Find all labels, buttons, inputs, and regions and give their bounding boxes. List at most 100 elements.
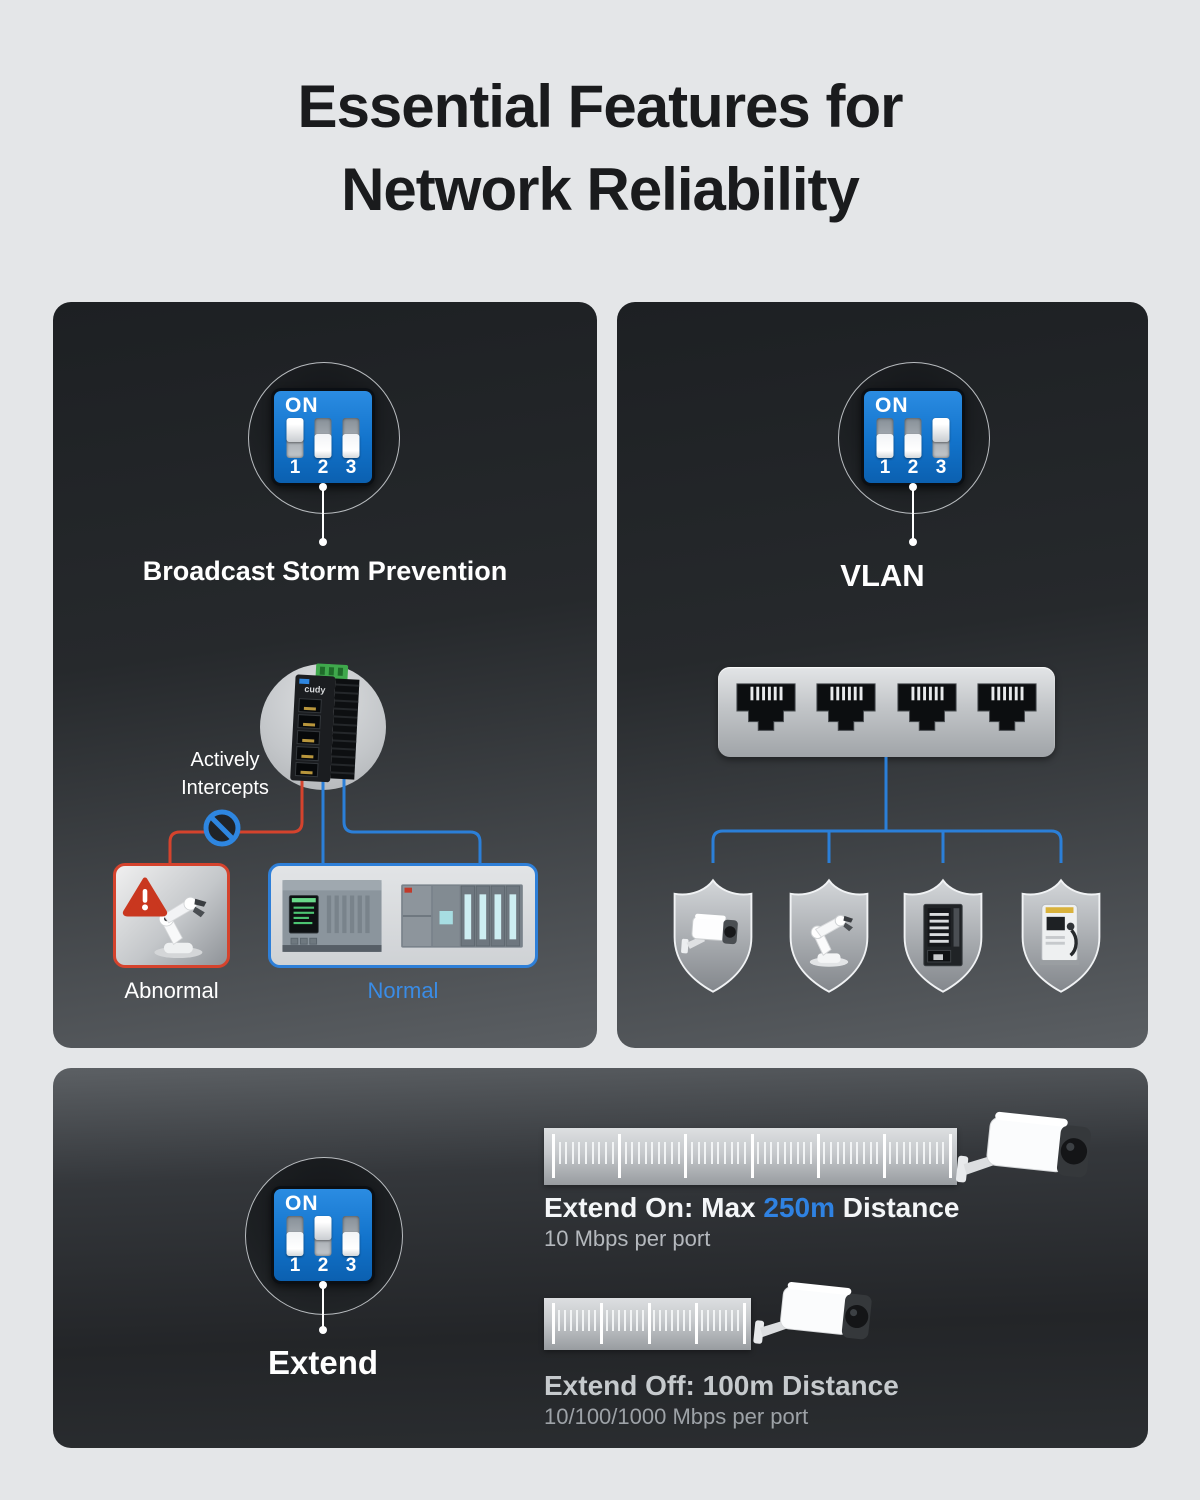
ruler-tick-minor [631,1141,634,1165]
ruler-tick-minor [717,1141,720,1165]
ruler-tick-minor [565,1141,568,1165]
ruler-tick-minor [922,1141,925,1165]
ruler-tick-minor [641,1310,644,1332]
ruler-tick-minor [770,1141,773,1165]
extend-on-subtext: 10 Mbps per port [544,1226,711,1251]
ruler-tick-minor [604,1141,607,1165]
ruler-tick-minor [591,1141,594,1165]
ruler-tick-minor [578,1141,581,1165]
ruler-tick-minor [683,1310,686,1332]
shield-vending-machine [895,876,991,998]
dip-on-label: ON [285,1192,319,1215]
ruler-tick-minor [665,1310,668,1332]
ruler-tick-minor [593,1310,596,1332]
ruler-tick-minor [876,1141,879,1165]
shield-camera [665,876,761,998]
ruler-tick-minor [743,1141,746,1165]
dip-slider-3 [342,1216,360,1256]
ruler-tick-minor [757,1141,760,1165]
ruler-tick-minor [730,1141,733,1165]
ruler-tick-minor [935,1141,938,1165]
ruler-tick-minor [635,1310,638,1332]
ruler-tick-minor [942,1141,945,1165]
extend-on-prefix: Extend On: Max [544,1192,764,1223]
leader-line [322,1285,324,1330]
ruler-tick-minor [713,1310,716,1332]
ethernet-port-icon [896,683,957,731]
dip-number: 1 [879,457,891,478]
ruler-tick-minor [611,1310,614,1332]
dip-slider-3 [932,418,950,458]
ruler-tick-minor [689,1310,692,1332]
ruler-tick-minor [638,1141,641,1165]
dip-slider-2 [904,418,922,458]
leader-dot [319,1326,327,1334]
dip-on-label: ON [875,394,909,417]
ev-charger-icon [1039,903,1080,965]
ruler-tick-minor [571,1141,574,1165]
ruler-tick-minor [585,1141,588,1165]
no-entry-icon [203,809,241,847]
plc-controller-icon [282,879,382,952]
ruler-tick-minor [889,1141,892,1165]
ethernet-port-icon [977,683,1037,731]
ruler-tick-minor [707,1310,710,1332]
ruler-tick-minor [659,1310,662,1332]
dip-slider-1 [286,1216,304,1256]
distance-ruler-long [544,1128,957,1185]
ruler-tick-major [684,1133,688,1179]
ruler-tick-minor [843,1141,846,1165]
ruler-tick-minor [810,1141,813,1165]
dip-number: 2 [907,457,919,478]
abnormal-box [113,863,230,968]
ethernet-port-icon [736,683,796,731]
intercept-note: Actively Intercepts [181,749,269,799]
bullet-camera-icon [753,1281,872,1344]
leader-line [912,487,914,540]
ruler-tick-minor [605,1310,608,1332]
distance-ruler-short [544,1298,751,1350]
feature-title-extend: Extend [267,1344,379,1381]
page-title: Essential Features for Network Reliabili… [0,66,1200,232]
ruler-tick-minor [629,1310,632,1332]
robot-arm-icon [809,914,853,967]
ruler-tick-major [599,1303,603,1344]
bullet-camera-icon [955,1111,1091,1183]
ruler-tick-minor [611,1141,614,1165]
ruler-tick-minor [902,1141,905,1165]
dip-number: 1 [289,1255,301,1276]
ruler-tick-minor [644,1141,647,1165]
warning-triangle-icon [122,877,168,917]
ruler-tick-minor [598,1141,601,1165]
ruler-tick-major [695,1303,699,1344]
ruler-tick-minor [862,1141,865,1165]
ruler-tick-minor [575,1310,578,1332]
leader-dot [319,538,327,546]
ruler-tick-major [816,1133,820,1179]
ruler-tick-minor [725,1310,728,1332]
ruler-tick-minor [710,1141,713,1165]
dip-slider-2 [314,418,332,458]
ruler-tick-minor [664,1141,667,1165]
device-brand: cudy [304,684,326,695]
extend-off-heading: Extend Off: 100m Distance [544,1370,899,1401]
ruler-tick-minor [651,1141,654,1165]
ruler-tick-minor [849,1141,852,1165]
dip-number: 1 [289,457,301,478]
dip-number: 2 [317,457,329,478]
dip-number: 3 [935,457,947,478]
extend-on-heading: Extend On: Max 250m Distance [544,1192,960,1224]
ruler-tick-minor [763,1141,766,1165]
ethernet-ports-block [718,667,1055,757]
leader-dot [909,538,917,546]
ruler-tick-minor [929,1141,932,1165]
ruler-tick-minor [724,1141,727,1165]
extend-on-suffix: Distance [835,1192,960,1223]
